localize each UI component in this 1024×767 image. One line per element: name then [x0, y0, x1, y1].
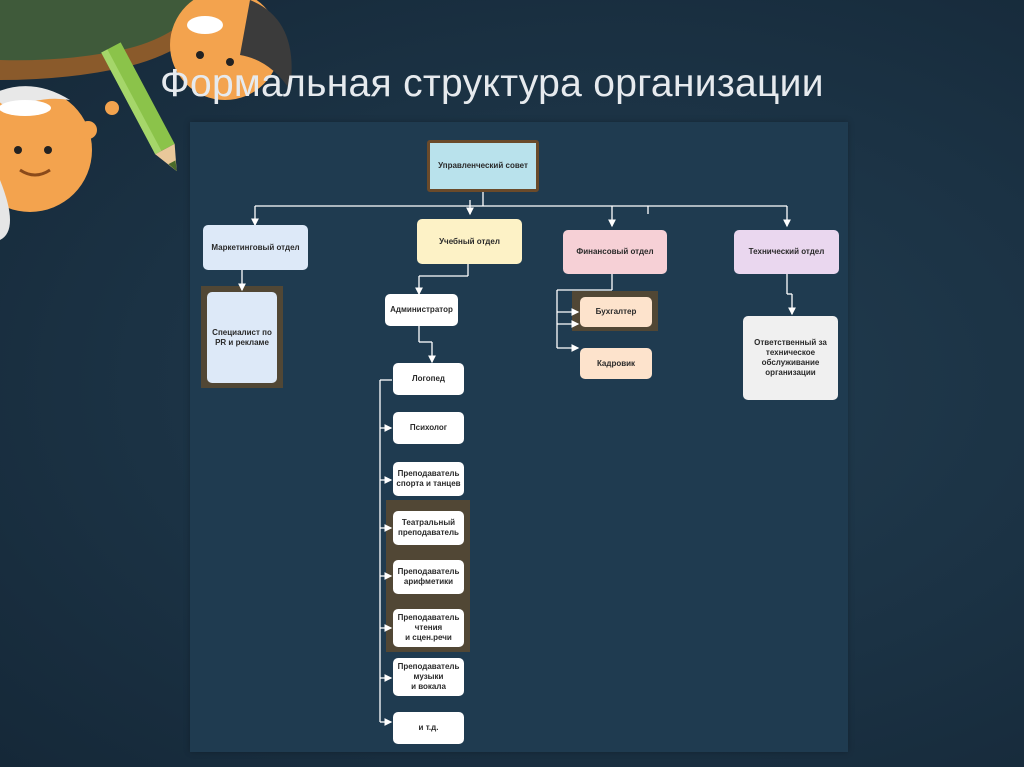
node-management-council: Управленческий совет	[427, 140, 539, 192]
node-technical-department: Технический отдел	[734, 230, 839, 274]
node-accountant: Бухгалтер	[580, 297, 652, 327]
node-staff-etc: и т.д.	[393, 712, 464, 744]
node-finance-department: Финансовый отдел	[563, 230, 667, 274]
node-tech-maintenance-responsible: Ответственный за техническое обслуживани…	[743, 316, 838, 400]
node-marketing-department: Маркетинговый отдел	[203, 225, 308, 270]
node-staff-speech-therapist: Логопед	[393, 363, 464, 395]
cartoon-children-illustration	[0, 0, 292, 240]
node-administrator: Администратор	[385, 294, 458, 326]
node-education-department: Учебный отдел	[417, 219, 522, 264]
slide-title: Формальная структура организации	[160, 62, 824, 105]
node-staff-psychologist: Психолог	[393, 412, 464, 444]
node-staff-theatre-teacher: Театральный преподаватель	[393, 511, 464, 545]
node-hr: Кадровик	[580, 348, 652, 379]
node-pr-specialist: Специалист по PR и рекламе	[207, 292, 277, 383]
node-staff-arithmetic-teacher: Преподаватель арифметики	[393, 560, 464, 594]
node-staff-music-vocal-teacher: Преподаватель музыки и вокала	[393, 658, 464, 696]
node-staff-sport-dance-teacher: Преподаватель спорта и танцев	[393, 462, 464, 496]
node-staff-reading-speech-teacher: Преподаватель чтения и сцен.речи	[393, 609, 464, 647]
